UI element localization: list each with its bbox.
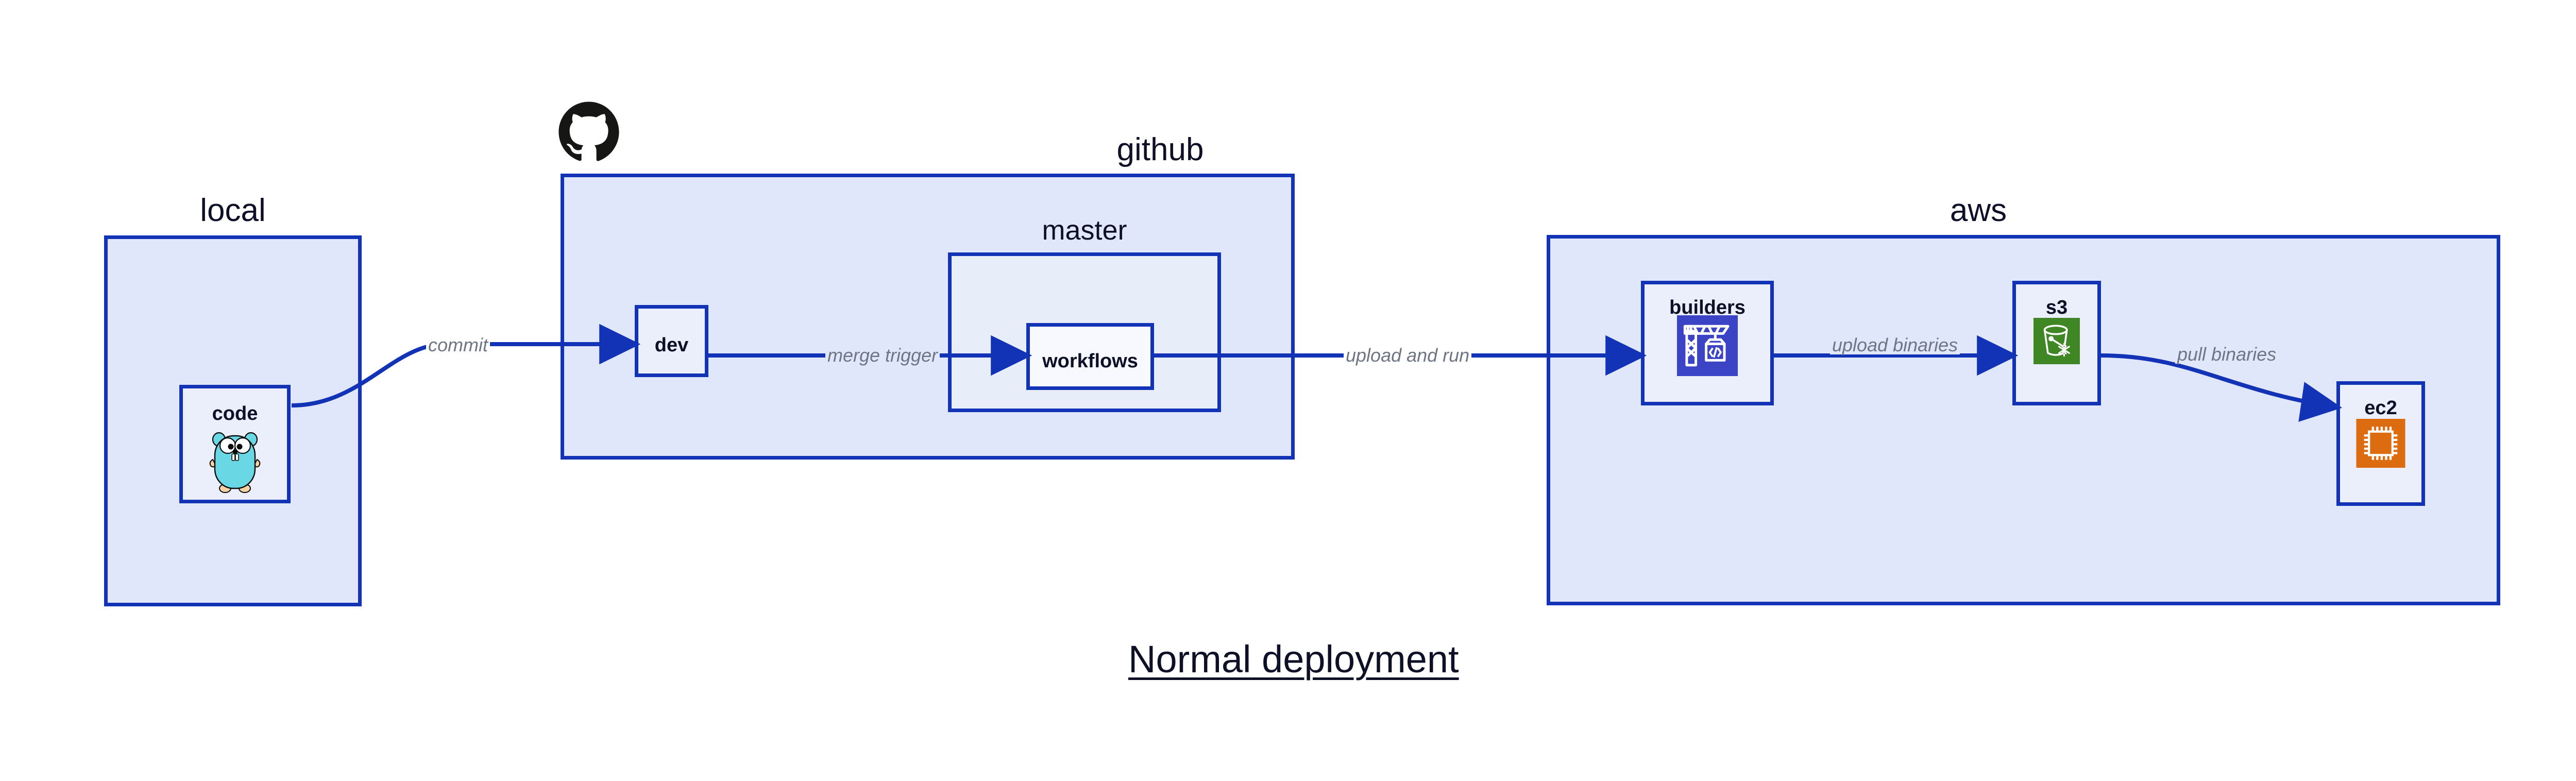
node-s3[interactable]: s3 bbox=[2012, 281, 2101, 405]
edge-label-upload-binaries: upload binaries bbox=[1830, 336, 1960, 354]
node-ec2-label: ec2 bbox=[2364, 397, 2397, 419]
group-label-local: local bbox=[200, 193, 266, 228]
node-label-master: master bbox=[1042, 215, 1127, 246]
node-dev-label: dev bbox=[654, 334, 689, 356]
edge-label-pull-binaries: pull binaries bbox=[2175, 345, 2279, 364]
node-workflows-label: workflows bbox=[1042, 350, 1138, 372]
go-gopher-icon bbox=[207, 427, 263, 494]
group-label-github: github bbox=[1116, 132, 1204, 167]
node-workflows[interactable]: workflows bbox=[1026, 323, 1154, 390]
node-ec2[interactable]: ec2 bbox=[2336, 381, 2425, 506]
edge-label-upload-and-run: upload and run bbox=[1344, 346, 1472, 365]
node-dev[interactable]: dev bbox=[635, 305, 708, 377]
node-builders-label: builders bbox=[1669, 297, 1745, 318]
cpu-chip-icon bbox=[2356, 419, 2405, 468]
s3-bucket-glacier-icon bbox=[2033, 318, 2080, 364]
node-code[interactable]: code bbox=[179, 385, 291, 503]
group-label-aws: aws bbox=[1950, 193, 2007, 228]
github-octocat-logo bbox=[557, 100, 620, 163]
crane-code-icon bbox=[1677, 315, 1738, 376]
node-s3-label: s3 bbox=[2045, 297, 2068, 318]
edge-label-merge-trigger: merge trigger bbox=[825, 346, 940, 365]
page-title: Normal deployment bbox=[1128, 638, 1459, 681]
node-code-label: code bbox=[212, 403, 258, 425]
node-builders[interactable]: builders bbox=[1641, 281, 1774, 405]
edge-label-commit: commit bbox=[426, 336, 490, 354]
